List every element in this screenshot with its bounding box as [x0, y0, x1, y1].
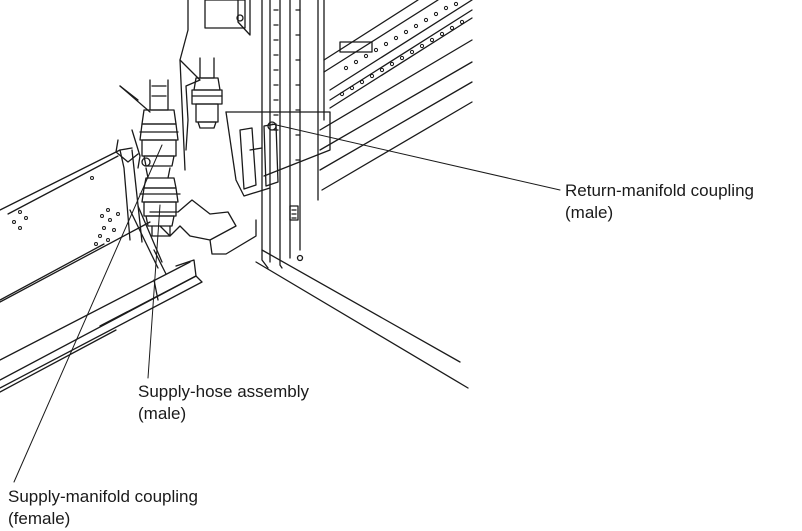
supply-manifold-label: Supply-manifold coupling: [8, 487, 198, 506]
supply-hose-label: Supply-hose assembly: [138, 382, 310, 401]
leader-lines: [13, 123, 561, 483]
hose-detail: [129, 205, 167, 275]
supply-manifold-callout: Supply-manifold coupling (female): [8, 486, 198, 530]
leader-supply-manifold: [13, 144, 163, 483]
top-rail: [319, 0, 473, 191]
supply-hose-callout: Supply-hose assembly (male): [138, 381, 309, 425]
supply-hose-assembly: [119, 79, 179, 179]
return-manifold-callout: Return-manifold coupling (male): [565, 180, 754, 224]
supply-hose-gender: (male): [138, 404, 187, 423]
return-manifold-coupling: [191, 57, 223, 129]
rail-perforations: [339, 1, 465, 97]
leader-supply-hose: [147, 204, 161, 379]
supply-manifold-gender: (female): [8, 509, 71, 528]
return-manifold-gender: (male): [565, 203, 614, 222]
rack-frame: [179, 0, 469, 389]
bottom-tray: [0, 259, 203, 393]
return-manifold-label: Return-manifold coupling: [565, 181, 754, 200]
leader-return-manifold: [271, 123, 561, 191]
coupling-bracket: [225, 111, 331, 197]
left-unit-perforations: [12, 176, 120, 246]
cutaway-plate: [149, 59, 257, 255]
left-unit: [0, 139, 151, 303]
